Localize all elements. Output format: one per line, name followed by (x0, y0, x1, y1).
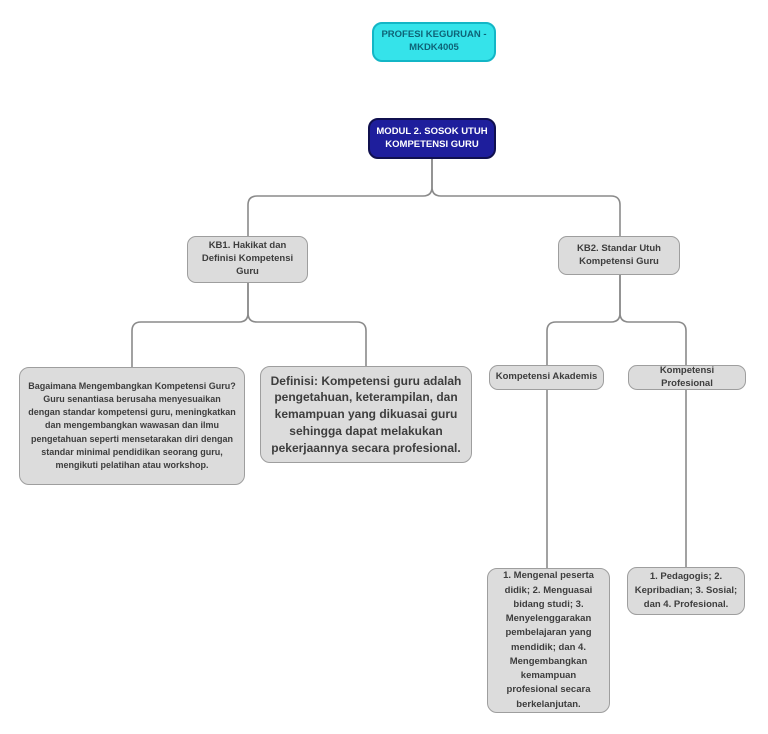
node-kompetensi-profesional[interactable]: Kompetensi Profesional (628, 365, 746, 390)
node-kb1-hakikat-definisi[interactable]: KB1. Hakikat dan Definisi Kompetensi Gur… (187, 236, 308, 283)
node-kompetensi-akademis[interactable]: Kompetensi Akademis (489, 365, 604, 390)
node-profesional-detail-list[interactable]: 1. Pedagogis; 2. Kepribadian; 3. Sosial;… (627, 567, 745, 615)
node-bagaimana-mengembangkan[interactable]: Bagaimana Mengembangkan Kompetensi Guru?… (19, 367, 245, 485)
connector-module-kb2 (431, 158, 621, 237)
node-kb2-standar-utuh[interactable]: KB2. Standar Utuh Kompetensi Guru (558, 236, 680, 275)
connector-kb1-definition (247, 282, 367, 367)
node-akademis-detail-list[interactable]: 1. Mengenal peserta didik; 2. Menguasai … (487, 568, 610, 713)
connector-kb1-question (131, 282, 249, 368)
connector-module-kb1 (247, 158, 433, 237)
node-definisi-kompetensi[interactable]: Definisi: Kompetensi guru adalah pengeta… (260, 366, 472, 463)
connector-kb2-profesional (619, 274, 687, 366)
node-modul-2-sosok-utuh[interactable]: MODUL 2. SOSOK UTUH KOMPETENSI GURU (368, 118, 496, 159)
connector-kb2-akademis (546, 274, 621, 366)
node-profesi-keguruan[interactable]: PROFESI KEGURUAN - MKDK4005 (372, 22, 496, 62)
